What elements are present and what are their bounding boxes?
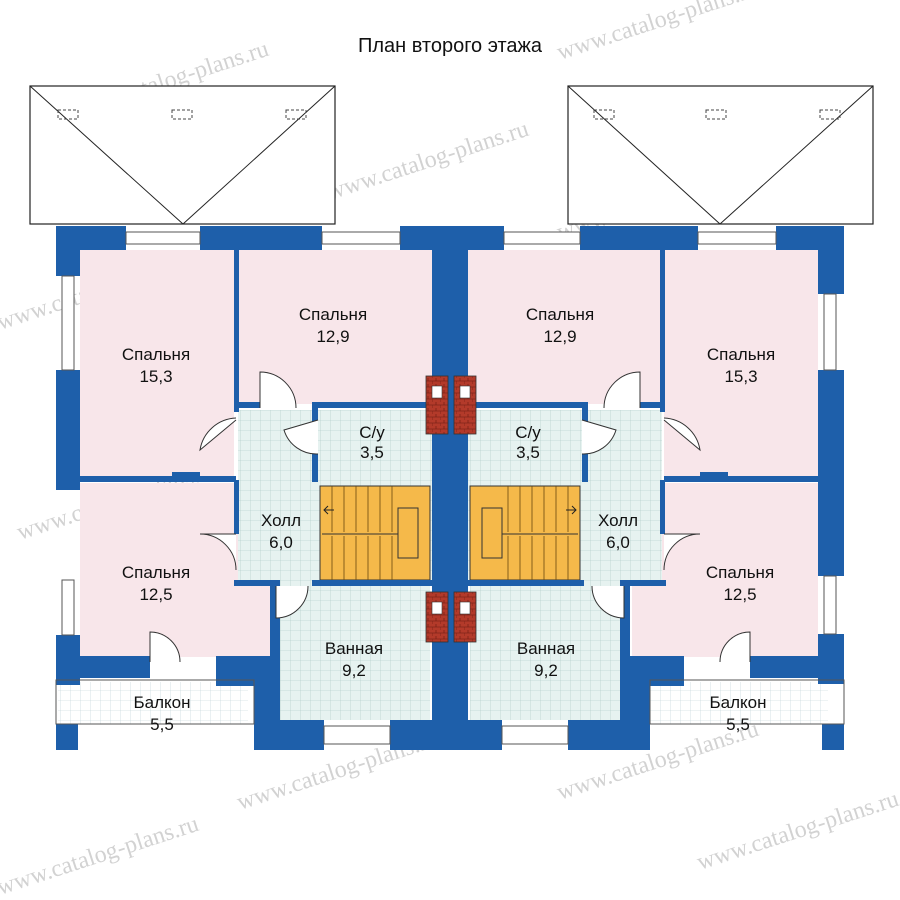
room-area-bedroom-tc: 12,9 xyxy=(316,327,349,346)
room-area-bath-r: 9,2 xyxy=(534,661,558,680)
floor-bedroom-tr xyxy=(664,250,818,478)
room-name-hall-r: Холл xyxy=(598,511,638,530)
room-area-balcony-l: 5,5 xyxy=(150,715,174,734)
room-name-wc-r: С/у xyxy=(515,423,541,442)
room-area-hall-r: 6,0 xyxy=(606,533,630,552)
balcony-railings xyxy=(55,679,845,725)
room-name-bedroom-tl: Спальня xyxy=(122,345,190,364)
windows xyxy=(61,231,837,745)
room-name-bath-r: Ванная xyxy=(517,639,575,658)
room-area-balcony-r: 5,5 xyxy=(726,715,750,734)
floor-balcony-l xyxy=(58,682,248,724)
room-name-bath-l: Ванная xyxy=(325,639,383,658)
doors xyxy=(149,371,751,663)
room-name-balcony-r: Балкон xyxy=(709,693,766,712)
room-name-bedroom-tr: Спальня xyxy=(707,345,775,364)
floor-balcony-r xyxy=(650,682,828,724)
floor-bedroom-tl xyxy=(80,250,234,478)
room-name-balcony-l: Балкон xyxy=(133,693,190,712)
room-name-bedroom-tc: Спальня xyxy=(299,305,367,324)
watermark-text: www.catalog-plans.ru xyxy=(324,116,532,206)
stairs-right xyxy=(469,485,581,581)
room-name-bedroom-bl: Спальня xyxy=(122,563,190,582)
room-area-bedroom-br: 12,5 xyxy=(723,585,756,604)
room-area-bedroom-tr: 15,3 xyxy=(724,367,757,386)
roof-right xyxy=(567,85,874,225)
floor-wc-r xyxy=(470,410,582,480)
room-area-bath-l: 9,2 xyxy=(342,661,366,680)
room-area-hall-l: 6,0 xyxy=(269,533,293,552)
roof-left xyxy=(29,85,336,225)
walls xyxy=(56,226,844,750)
plan-title: План второго этажа xyxy=(358,35,543,57)
room-name-bedroom-br: Спальня xyxy=(706,563,774,582)
room-area-bedroom-bl: 12,5 xyxy=(139,585,172,604)
watermark-text: www.catalog-plans.ru xyxy=(0,811,202,900)
room-area-bedroom-tcr: 12,9 xyxy=(543,327,576,346)
floor-bath-r xyxy=(470,582,620,720)
room-name-wc-l: С/у xyxy=(359,423,385,442)
watermark-text: www.catalog-plans.ru xyxy=(554,0,762,66)
room-area-bedroom-tl: 15,3 xyxy=(139,367,172,386)
floor-bath-l xyxy=(280,582,430,720)
stairs-left xyxy=(319,485,431,581)
room-area-wc-l: 3,5 xyxy=(360,443,384,462)
room-area-wc-r: 3,5 xyxy=(516,443,540,462)
room-name-bedroom-tcr: Спальня xyxy=(526,305,594,324)
watermark-text: www.catalog-plans.ru xyxy=(694,786,900,876)
chimneys xyxy=(425,375,477,643)
room-labels: Спальня 15,3 Спальня 12,9 Спальня 12,9 С… xyxy=(122,305,775,734)
room-name-hall-l: Холл xyxy=(261,511,301,530)
floor-wc-l xyxy=(318,410,430,480)
